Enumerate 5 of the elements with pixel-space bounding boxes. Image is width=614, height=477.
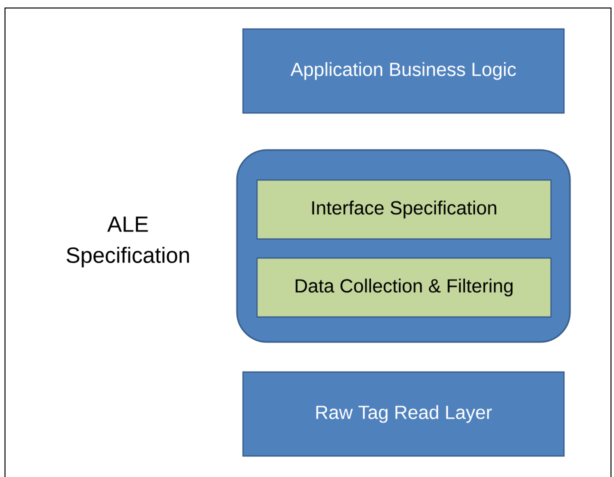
section-box: Data Collection & Filtering xyxy=(256,257,552,318)
panel-heading: ALE Specification xyxy=(66,216,189,268)
layer-box: Application Business Logic xyxy=(242,28,565,114)
layer-box: Raw Tag Read Layer xyxy=(242,371,565,457)
section-box: Interface Specification xyxy=(256,179,552,240)
